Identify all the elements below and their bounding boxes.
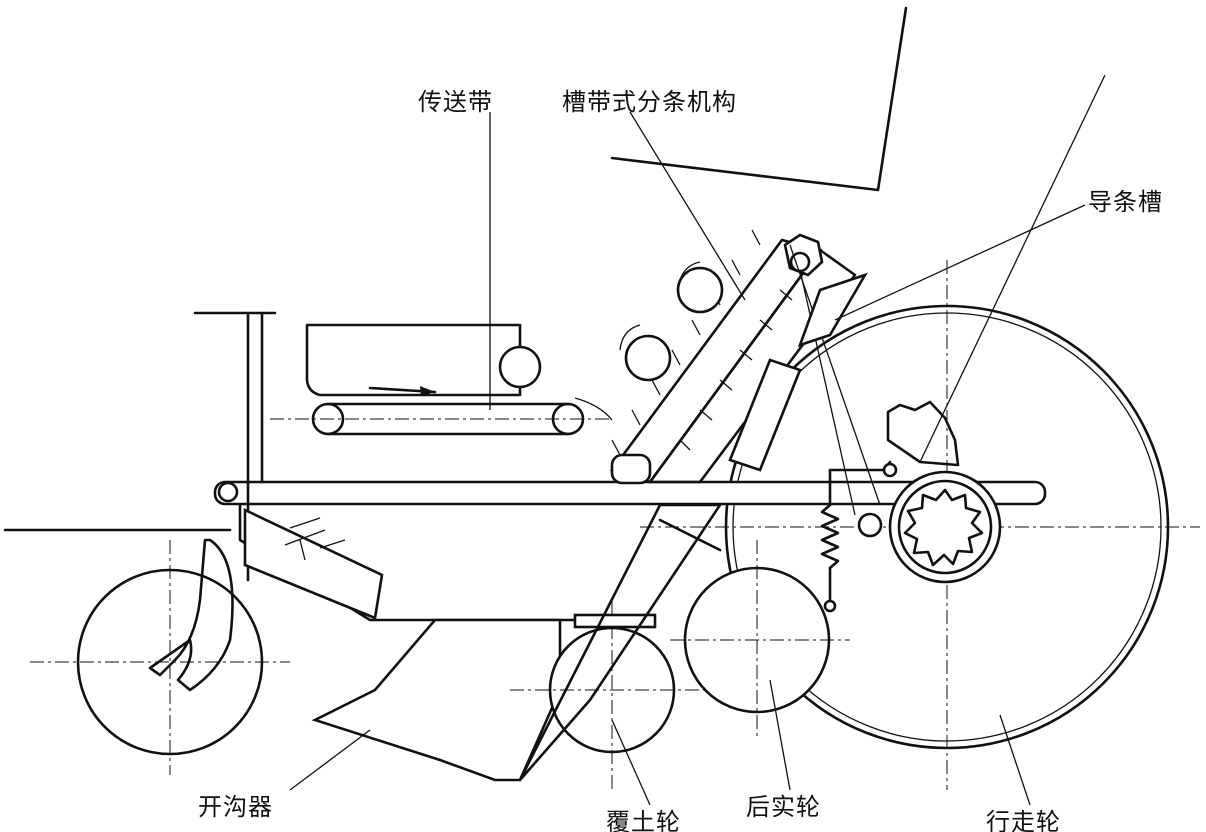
conveyor-belt-assembly <box>270 323 613 436</box>
label-covering-wheel: 覆土轮 <box>606 808 681 832</box>
linkage-rod <box>658 518 722 552</box>
label-conveyor-belt: 传送带 <box>418 88 493 116</box>
label-furrow-opener: 开沟器 <box>198 793 273 821</box>
spring <box>820 460 898 613</box>
slot-belt-divider <box>609 229 881 516</box>
label-rear-press-wheel: 后实轮 <box>746 793 821 821</box>
furrow-opener-blade <box>311 618 562 782</box>
hopper-support-line <box>919 74 1106 463</box>
leader-lines <box>289 111 1086 806</box>
front-wheel <box>30 538 290 775</box>
label-travel-wheel: 行走轮 <box>986 808 1061 832</box>
bracket-marks <box>284 517 346 561</box>
opener-bracket <box>243 507 384 620</box>
label-slot-belt-divider: 槽带式分条机构 <box>562 88 737 116</box>
hopper-outline <box>610 6 908 192</box>
star-drive-wheel <box>857 400 1002 584</box>
guide-slot <box>797 272 868 348</box>
rear-press-wheel <box>670 540 850 740</box>
covering-arm <box>518 503 722 782</box>
label-guide-slot: 导条槽 <box>1088 188 1163 216</box>
